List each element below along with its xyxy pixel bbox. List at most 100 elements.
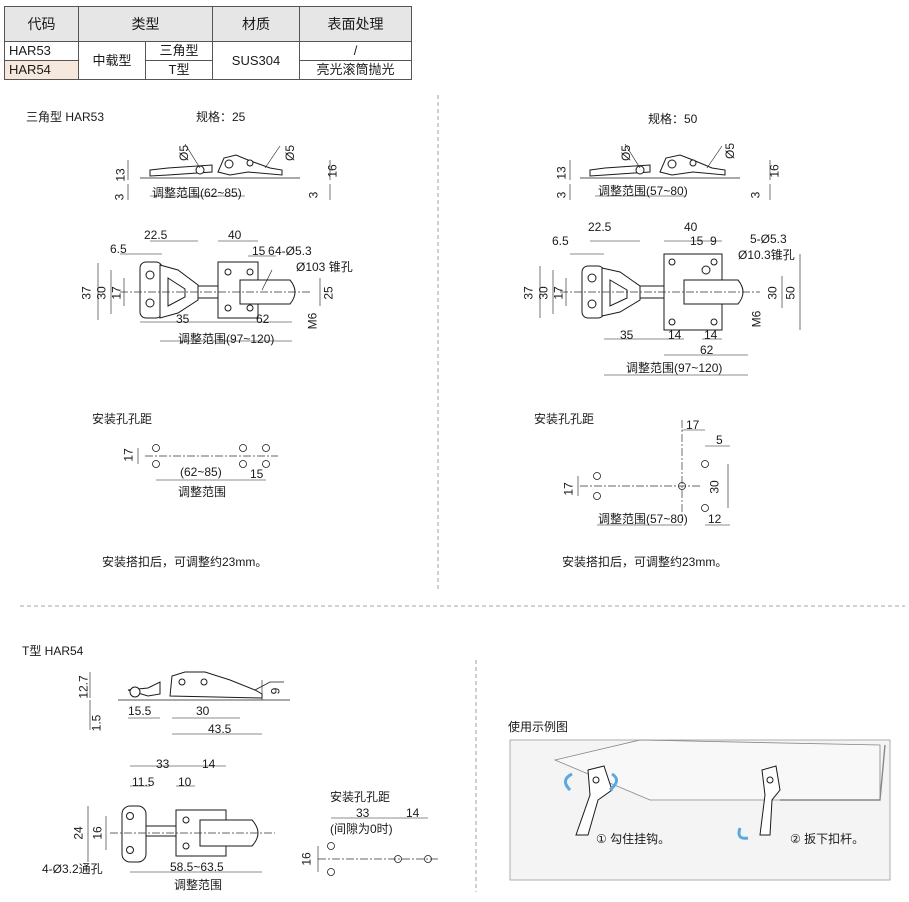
har53-50-csk: Ø10.3锥孔 [738,248,795,262]
har54-top-view [87,765,275,873]
dim-label: 14 [704,328,718,342]
dim-label: 15 [252,244,266,258]
har53-50-top-view [539,240,801,376]
dim-label: 33 [356,806,370,820]
usage-step-1: ① 勾住挂钩。 [596,832,671,846]
dim-label: 6.5 [552,234,569,248]
har54-gap-note: (间隙为0时) [330,822,393,836]
har53-mounting [137,444,278,481]
dim-label: 40 [684,220,698,234]
har53-50-side-view [569,143,771,200]
load-type: 中载型 [78,41,146,80]
dim-label: 3 [554,191,569,199]
dim-label: 17 [109,286,124,300]
dim-label: 37 [521,286,536,300]
har53-top-view [97,240,321,342]
dim-label: 30 [765,286,780,300]
har54-side-view [89,671,290,735]
spec-table: 代码 类型 材质 表面处理 HAR53 中载型 三角型 SUS304 / HAR… [4,6,412,80]
har53-note: 安装搭扣后，可调整约23mm。 [102,555,268,569]
dim-label: 12 [708,512,722,526]
dim-label: 5 [716,433,723,447]
dim-label: 6.5 [110,242,127,256]
har54-range: 58.5~63.5 [170,860,224,874]
dim-label: 11.5 [132,775,155,789]
finish-2: 亮光滚筒抛光 [299,60,412,80]
dim-label: 9 [268,687,283,695]
dim-label: 30 [196,704,210,718]
material: SUS304 [212,41,300,80]
spec-table-header: 代码 类型 材质 表面处理 [4,6,412,42]
dim-label: 10 [178,775,192,789]
table-row: HAR53 中载型 三角型 SUS304 / [4,41,412,80]
usage-illustration [509,739,891,881]
dim-label: 17 [686,418,700,432]
dim-label: 24 [71,826,86,840]
dim-label: 30 [536,286,551,300]
har53-side-view [127,143,331,200]
dim-label: 50 [783,286,798,300]
dim-label: 3 [112,193,127,201]
har53-csk: Ø103 锥孔 [296,260,353,274]
dim-label: 6 [268,244,275,258]
har54-holes: 4-Ø3.2通孔 [42,862,103,876]
dim-label: 35 [620,328,634,342]
dim-label: Ø5 [619,144,634,162]
dim-label: 17 [551,286,566,300]
dim-label: 14 [202,757,216,771]
dim-label: 15.5 [128,704,152,718]
dim-label: Ø5 [177,144,192,162]
har53-50-adj-top: 调整范围(57~80) [598,184,688,198]
har53-title: 三角型 HAR53 [26,110,105,124]
har53-50-mount-title: 安装孔孔距 [534,412,595,426]
dim-label: M6 [749,310,764,328]
dim-label: Ø5 [723,142,738,160]
dim-label: 1.5 [89,714,104,732]
har53-50-mount-adj: 调整范围(57~80) [598,512,688,526]
dim-label: 62 [700,343,714,357]
code-har54: HAR54 [4,60,79,80]
type-t: T型 [145,60,213,80]
dim-label: 3 [306,191,321,199]
har53-50-mounting [577,420,730,526]
header-finish: 表面处理 [299,6,412,42]
har53-holes: 4-Ø5.3 [275,244,312,258]
dim-label: 14 [668,328,682,342]
dim-label: 30 [94,286,109,300]
dim-label: 43.5 [208,722,232,736]
dim-label: 22.5 [588,220,612,234]
har53-mount-title: 安装孔孔距 [92,412,153,426]
table-row: HAR54 T型 亮光滚筒抛光 [4,60,412,80]
har53-mount-adj: 调整范围 [178,485,227,499]
dim-label: 12.7 [76,675,91,699]
dim-label: 16 [90,826,105,840]
har53-adj-bottom: 调整范围(97~120) [178,332,275,346]
dim-label: 17 [561,482,576,496]
har54-adj: 调整范围 [174,878,223,892]
code-har53: HAR53 [4,41,79,61]
har53-50-spec: 规格：50 [648,112,698,126]
header-code: 代码 [4,6,79,42]
dim-label: 15 [690,234,704,248]
dim-label: 9 [710,234,717,248]
dim-label: 15 [250,467,264,481]
dim-label: 13 [113,168,128,182]
har54-mounting [317,817,440,876]
har54-title: T型 HAR54 [22,644,84,658]
har53-50-holes: 5-Ø5.3 [750,232,787,246]
har53-50-adj-bottom: 调整范围(97~120) [626,361,723,375]
har53-spec: 规格：25 [196,110,246,124]
dim-label: Ø5 [283,144,298,162]
dim-label: 30 [707,480,722,494]
har54-mount-title: 安装孔孔距 [330,790,391,804]
dim-label: 37 [79,286,94,300]
dim-label: 17 [121,448,136,462]
dim-label: 25 [321,286,336,300]
dim-label: 35 [176,312,190,326]
dim-label: 33 [156,757,170,771]
dim-label: 13 [554,166,569,180]
dim-label: 14 [406,806,420,820]
dim-label: 3 [748,191,763,199]
har53-50-note: 安装搭扣后，可调整约23mm。 [562,555,728,569]
